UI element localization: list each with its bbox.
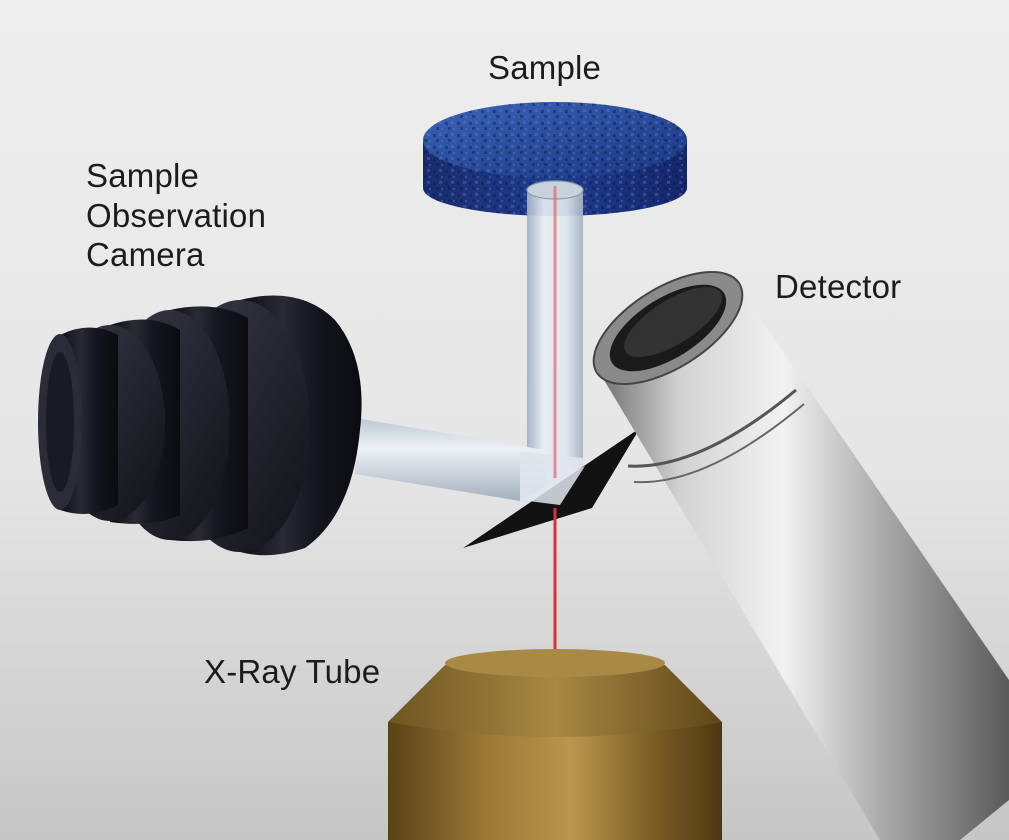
observation-camera-icon xyxy=(38,295,362,556)
camera-label-line1: Sample xyxy=(86,157,200,194)
camera-label-line3: Camera xyxy=(86,236,205,273)
detector-cylinder-icon xyxy=(592,271,1009,840)
detector-label: Detector xyxy=(775,268,902,305)
xray-tube-label: X-Ray Tube xyxy=(204,653,381,690)
mirror-icon xyxy=(463,428,640,548)
xray-tube-icon xyxy=(388,649,722,840)
sample-disc-icon xyxy=(423,102,687,216)
camera-label-line2: Observation xyxy=(86,197,267,234)
sample-label: Sample xyxy=(488,49,602,86)
